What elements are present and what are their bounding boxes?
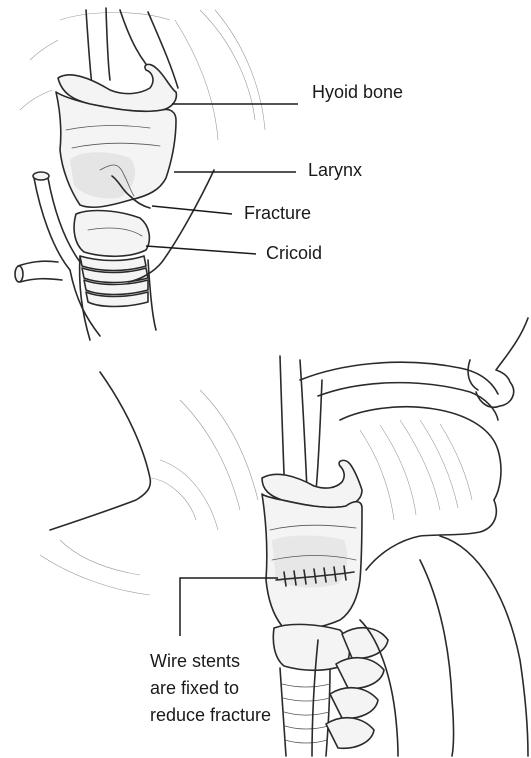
- label-wire-stents: Wire stents are fixed to reduce fracture: [150, 648, 325, 729]
- label-wire-line-1: Wire stents: [150, 648, 325, 675]
- bottom-shoulder-contour: [50, 372, 150, 530]
- top-tracheal-rings: [80, 256, 148, 307]
- bottom-chin-neck: [366, 500, 496, 570]
- leader-cricoid: [146, 246, 256, 254]
- top-pharynx-right-wall: [106, 8, 110, 80]
- bottom-face-profile: [476, 318, 528, 407]
- label-cricoid: Cricoid: [266, 243, 322, 265]
- bottom-palate-lower: [318, 383, 498, 420]
- leader-wire-stents: [180, 578, 278, 636]
- label-wire-line-2: are fixed to: [150, 675, 325, 702]
- top-pharynx-left-wall: [86, 10, 92, 85]
- label-wire-line-3: reduce fracture: [150, 702, 325, 729]
- label-fracture: Fracture: [244, 203, 311, 225]
- label-larynx: Larynx: [308, 160, 362, 182]
- label-hyoid-bone: Hyoid bone: [312, 82, 403, 104]
- top-larynx-frontal-view: [15, 8, 298, 340]
